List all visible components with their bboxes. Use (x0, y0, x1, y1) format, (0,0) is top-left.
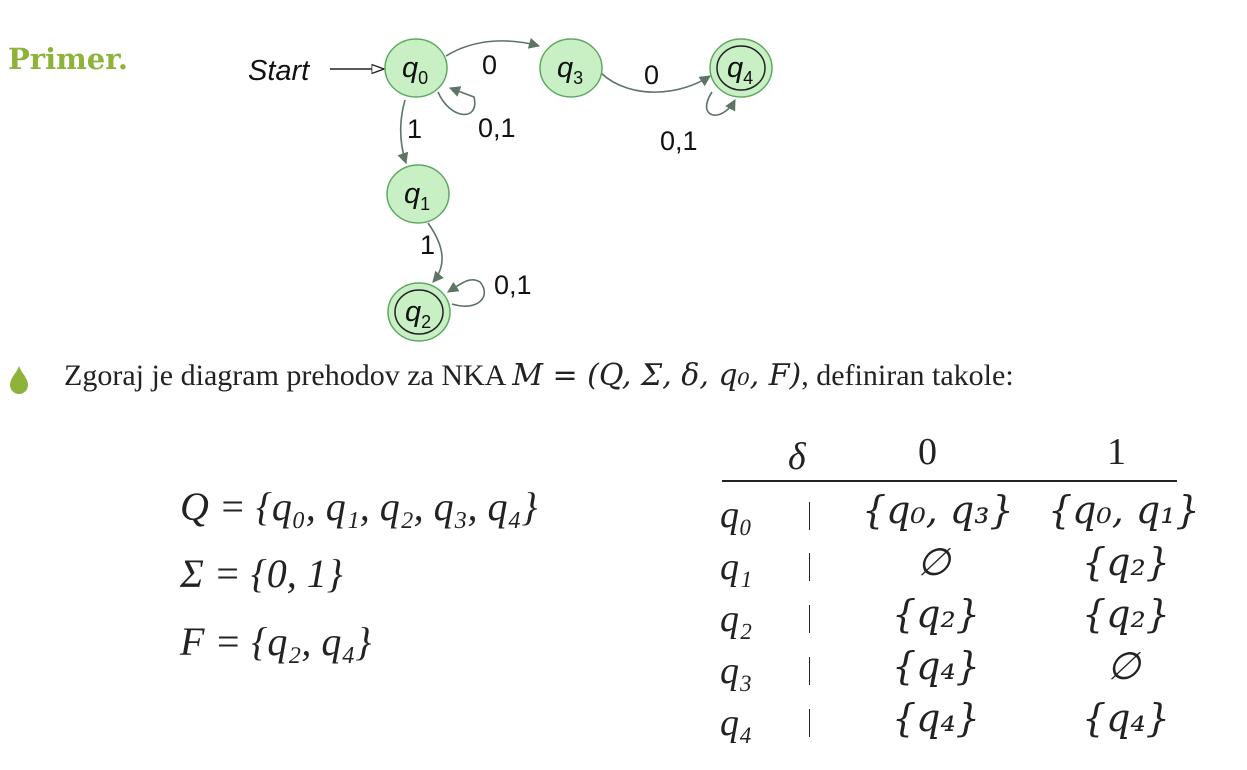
edge-q4-loop (705, 91, 736, 116)
edge-q0-loop (437, 86, 476, 116)
state-q3: q3 (539, 38, 603, 98)
bullet-suffix: , definiran takole: (801, 359, 1014, 392)
state-q3-sub: 3 (573, 68, 583, 88)
state-q2-label: q (405, 296, 421, 328)
bullet-text-container: Zgoraj je diagram prehodov za NKA M = (Q… (64, 358, 1014, 393)
state-q2-sub: 2 (421, 312, 431, 332)
edge-q0-q3 (445, 37, 541, 57)
table-header-rule (722, 480, 1177, 482)
state-q3-label: q (557, 52, 573, 84)
table-cell-3-c0: {q₄} (892, 644, 980, 688)
edge-label-q0-q3: 0 (482, 50, 497, 80)
table-cell-1-c0: ∅ (917, 540, 951, 584)
edge-label-q0-q1: 1 (407, 114, 422, 144)
svg-text:q0: q0 (402, 52, 428, 88)
state-q0-sub: 0 (418, 68, 428, 88)
start-label: Start (248, 55, 311, 87)
table-cell-1-c1: {q₂} (1082, 540, 1170, 584)
definition-q: Q = {q₀, q₁, q₂, q₃, q₄} (180, 484, 538, 529)
edge-label-q1-q2: 1 (420, 230, 435, 260)
state-diagram: Start 0 0 0,1 0,1 1 1 0,1 q0 q3 q4 q1 q2 (248, 37, 773, 342)
edge-label-q4-loop: 0,1 (660, 126, 698, 156)
edge-q0-q1 (397, 99, 409, 165)
table-row-divider (809, 553, 810, 581)
table-row-divider (809, 657, 810, 685)
state-q1: q1 (386, 164, 450, 224)
table-header-col0: 0 (918, 431, 937, 473)
state-q4-label: q (727, 52, 743, 84)
definition-sigma: Σ = {0, 1} (180, 551, 343, 596)
table-row-state: q₃ (720, 650, 753, 692)
state-q4-accepting: q4 (709, 38, 773, 98)
table-cell-4-c0: {q₄} (892, 696, 980, 740)
state-q1-sub: 1 (420, 194, 430, 214)
table-header-delta: δ (788, 436, 806, 478)
table-cell-2-c0: {q₂} (892, 592, 980, 636)
state-q2-accepting: q2 (387, 282, 451, 342)
table-header-col1: 1 (1107, 431, 1126, 473)
state-q4-sub: 4 (743, 68, 753, 88)
bullet-math: M = (Q, Σ, δ, q₀, F) (512, 358, 802, 393)
svg-text:q1: q1 (404, 178, 430, 214)
table-cell-3-c1: ∅ (1107, 644, 1141, 688)
state-q1-label: q (404, 178, 420, 210)
edge-q3-q4 (600, 72, 711, 93)
table-cell-0-c0: {q₀, q₃} (862, 488, 1014, 532)
svg-text:q2: q2 (405, 296, 431, 332)
table-row-state: q₁ (720, 546, 753, 588)
edge-q2-loop (447, 278, 486, 307)
state-q0-label: q (402, 52, 418, 84)
table-row-divider (809, 709, 810, 737)
svg-text:q3: q3 (557, 52, 583, 88)
state-q0: q0 (384, 38, 448, 98)
table-row-divider (809, 502, 810, 530)
table-row-divider (809, 605, 810, 633)
definition-f: F = {q₂, q₄} (180, 619, 372, 664)
slide-heading: Primer. (8, 42, 128, 76)
table-row-state: q₀ (720, 494, 753, 536)
table-cell-2-c1: {q₂} (1082, 592, 1170, 636)
table-row-state: q₂ (720, 598, 753, 640)
edge-q1-q2 (427, 222, 444, 283)
leaf-drop-icon (10, 366, 28, 394)
edge-label-q0-loop: 0,1 (478, 113, 516, 143)
svg-text:q4: q4 (727, 52, 753, 88)
edge-label-q3-q4: 0 (644, 60, 659, 90)
table-row-state: q₄ (720, 702, 753, 744)
bullet-text: Zgoraj je diagram prehodov za NKA (64, 359, 505, 392)
table-cell-4-c1: {q₄} (1082, 696, 1170, 740)
edge-label-q2-loop: 0,1 (494, 270, 532, 300)
table-cell-0-c1: {q₀, q₁} (1048, 488, 1200, 532)
